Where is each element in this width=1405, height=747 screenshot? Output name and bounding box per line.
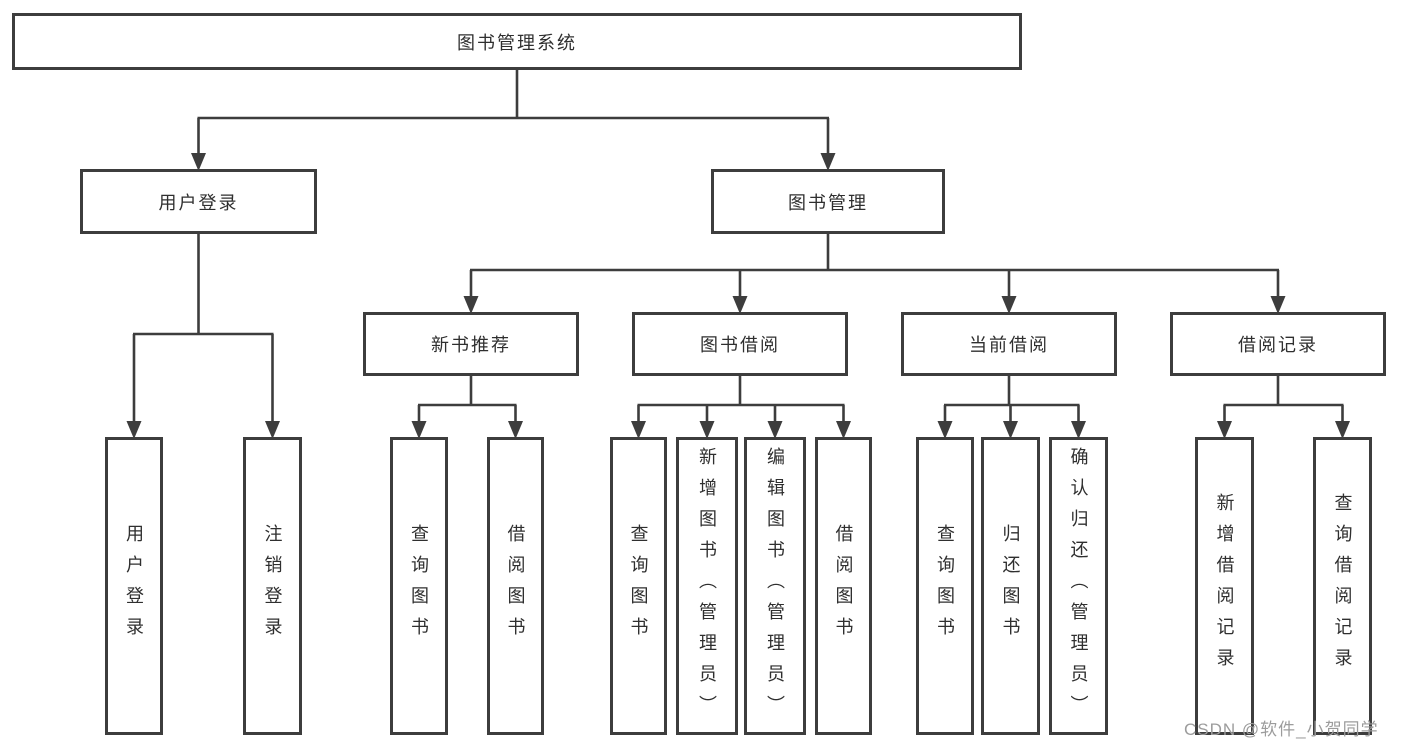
node-label-bb-add: 新增图书（管理员） (697, 446, 717, 726)
node-label-bb-query: 查询图书 (628, 524, 649, 648)
node-label-nb-query: 查询图书 (409, 524, 429, 648)
node-bb-add: 新增图书（管理员） (676, 437, 738, 735)
node-cb-query: 查询图书 (916, 437, 974, 735)
node-book-borrow: 图书借阅 (632, 312, 848, 376)
node-label-new-book-rec: 新书推荐 (431, 335, 511, 355)
node-label-bb-edit: 编辑图书（管理员） (765, 446, 785, 726)
node-current-borrow: 当前借阅 (901, 312, 1117, 376)
node-bb-borrow: 借阅图书 (815, 437, 872, 735)
node-cb-confirm: 确认归还（管理员） (1049, 437, 1108, 735)
node-label-borrow-records: 借阅记录 (1238, 335, 1318, 355)
node-label-user-login: 用户登录 (158, 192, 239, 213)
node-label-cb-return: 归还图书 (1000, 524, 1021, 648)
node-bb-edit: 编辑图书（管理员） (744, 437, 806, 735)
node-label-nb-borrow: 借阅图书 (505, 524, 526, 648)
node-label-ul-login: 用户登录 (124, 524, 144, 648)
node-cb-return: 归还图书 (981, 437, 1040, 735)
node-label-cb-confirm: 确认归还（管理员） (1068, 446, 1089, 726)
node-label-current-borrow: 当前借阅 (969, 335, 1049, 355)
node-label-ul-logout: 注销登录 (262, 524, 283, 648)
node-label-book-mgmt: 图书管理 (788, 192, 868, 213)
node-root: 图书管理系统 (12, 13, 1022, 70)
node-bb-query: 查询图书 (610, 437, 667, 735)
node-label-cb-query: 查询图书 (935, 524, 955, 648)
watermark: CSDN @软件_小贺同学 (1184, 720, 1379, 739)
node-borrow-records: 借阅记录 (1170, 312, 1386, 376)
node-ul-logout: 注销登录 (243, 437, 302, 735)
node-br-add: 新增借阅记录 (1195, 437, 1254, 735)
node-ul-login: 用户登录 (105, 437, 163, 735)
node-nb-borrow: 借阅图书 (487, 437, 544, 735)
node-new-book-rec: 新书推荐 (363, 312, 579, 376)
node-book-mgmt: 图书管理 (711, 169, 945, 234)
node-label-root: 图书管理系统 (457, 32, 577, 53)
node-label-book-borrow: 图书借阅 (700, 335, 780, 355)
node-label-br-add: 新增借阅记录 (1214, 493, 1235, 679)
node-nb-query: 查询图书 (390, 437, 448, 735)
node-br-query: 查询借阅记录 (1313, 437, 1372, 735)
node-user-login: 用户登录 (80, 169, 317, 234)
node-label-bb-borrow: 借阅图书 (833, 524, 854, 648)
node-label-br-query: 查询借阅记录 (1332, 493, 1353, 679)
